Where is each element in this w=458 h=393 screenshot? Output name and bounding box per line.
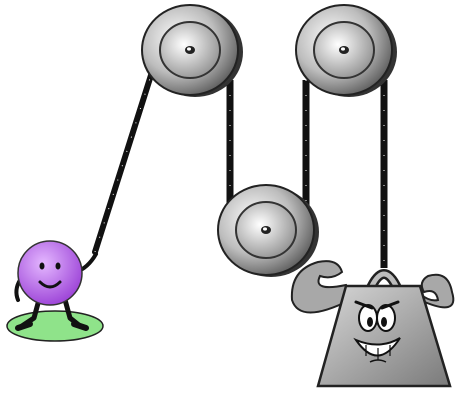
- pulley-icon: [217, 184, 319, 277]
- weight-icon: [290, 260, 455, 388]
- rope-group: [92, 69, 388, 268]
- pulley-icon: [295, 4, 397, 97]
- person-icon: [6, 240, 104, 342]
- pulley-icon: [141, 4, 243, 97]
- rope-icon: [92, 69, 155, 255]
